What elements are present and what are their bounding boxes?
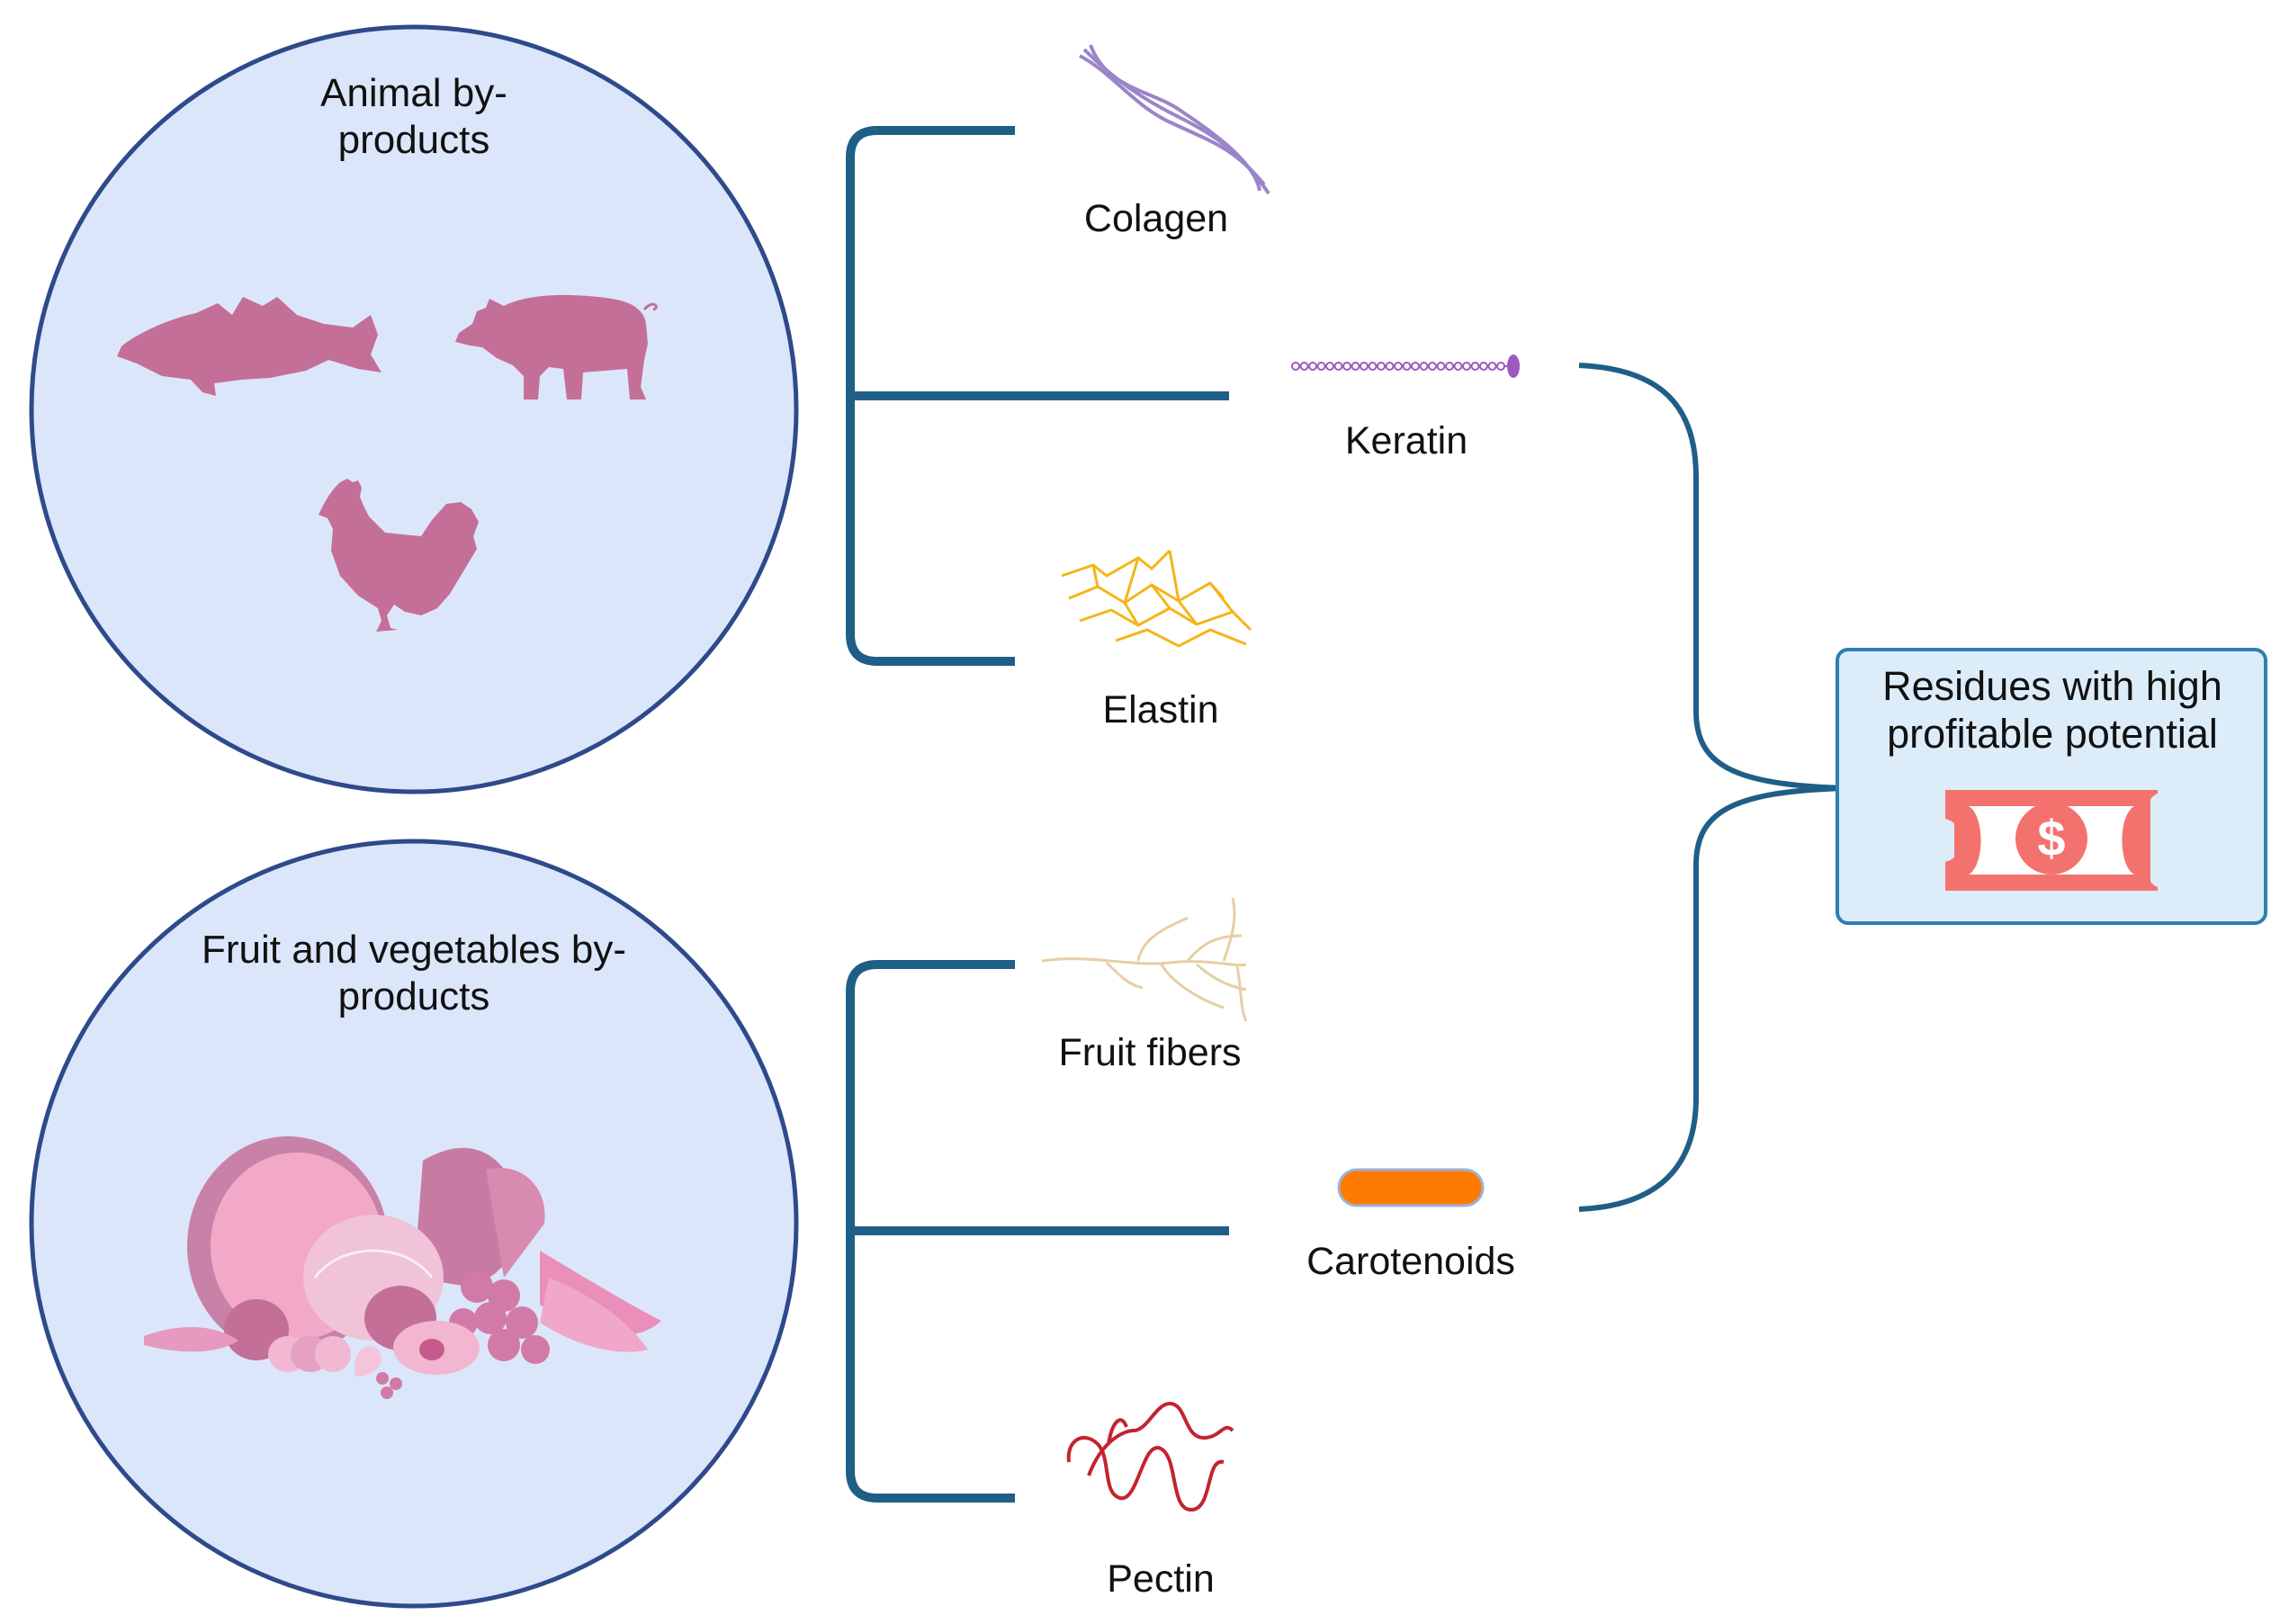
chicken-icon	[319, 479, 479, 632]
keratin-bead	[1487, 362, 1497, 371]
keratin-bead	[1402, 362, 1412, 371]
keratin-bead	[1462, 362, 1471, 371]
fruit-fibers-label: Fruit fibers	[1058, 1031, 1242, 1074]
keratin-bead	[1394, 362, 1403, 371]
animal-group-title: Animal by-products	[320, 71, 507, 162]
keratin-bead	[1479, 362, 1488, 371]
collagen-label: Colagen	[1083, 197, 1229, 240]
carotenoids-label: Carotenoids	[1306, 1240, 1515, 1283]
elastin-icon	[1061, 549, 1252, 648]
keratin-bead	[1299, 362, 1309, 371]
plant-circle	[29, 839, 799, 1609]
animal-bracket	[846, 126, 1229, 666]
keratin-bead	[1419, 362, 1429, 371]
keratin-bead	[1496, 362, 1505, 371]
keratin-bead	[1360, 362, 1369, 371]
keratin-bead	[1377, 362, 1386, 371]
keratin-bead	[1428, 362, 1437, 371]
pectin-label: Pectin	[1107, 1557, 1215, 1601]
fruit-fibers-icon	[1041, 897, 1248, 1022]
animal-circle	[29, 24, 799, 794]
money-bill-icon	[1945, 790, 2158, 891]
keratin-bead	[1470, 362, 1480, 371]
keratin-bead	[1368, 362, 1378, 371]
keratin-bead	[1351, 362, 1360, 371]
fish-icon	[117, 297, 381, 396]
keratin-bead	[1291, 362, 1300, 371]
keratin-bead	[1436, 362, 1446, 371]
produce-pile-icon	[144, 1136, 661, 1399]
keratin-bead	[1453, 362, 1463, 371]
keratin-bead	[1316, 362, 1326, 371]
keratin-bead	[1385, 362, 1395, 371]
keratin-bead	[1333, 362, 1343, 371]
keratin-bead	[1325, 362, 1334, 371]
keratin-bead	[1308, 362, 1317, 371]
result-box	[1836, 648, 2267, 925]
keratin-label: Keratin	[1344, 419, 1468, 462]
keratin-bead	[1342, 362, 1351, 371]
carotenoid-icon	[1337, 1168, 1485, 1207]
plant-bracket	[846, 960, 1229, 1503]
keratin-bead	[1411, 362, 1420, 371]
plant-group-title: Fruit and vegetables by-products	[201, 928, 627, 1018]
elastin-label: Elastin	[1102, 688, 1219, 731]
collagen-icon	[1079, 44, 1270, 195]
pig-icon	[455, 294, 658, 399]
result-title: Residues with high profitable potential	[1882, 663, 2222, 758]
keratin-icon	[1291, 354, 1520, 378]
dollar-coin-icon	[2015, 803, 2087, 875]
keratin-bead	[1445, 362, 1454, 371]
merge-brace	[1578, 363, 1845, 1212]
pectin-icon	[1066, 1401, 1234, 1512]
dollar-symbol: $	[2037, 810, 2066, 866]
